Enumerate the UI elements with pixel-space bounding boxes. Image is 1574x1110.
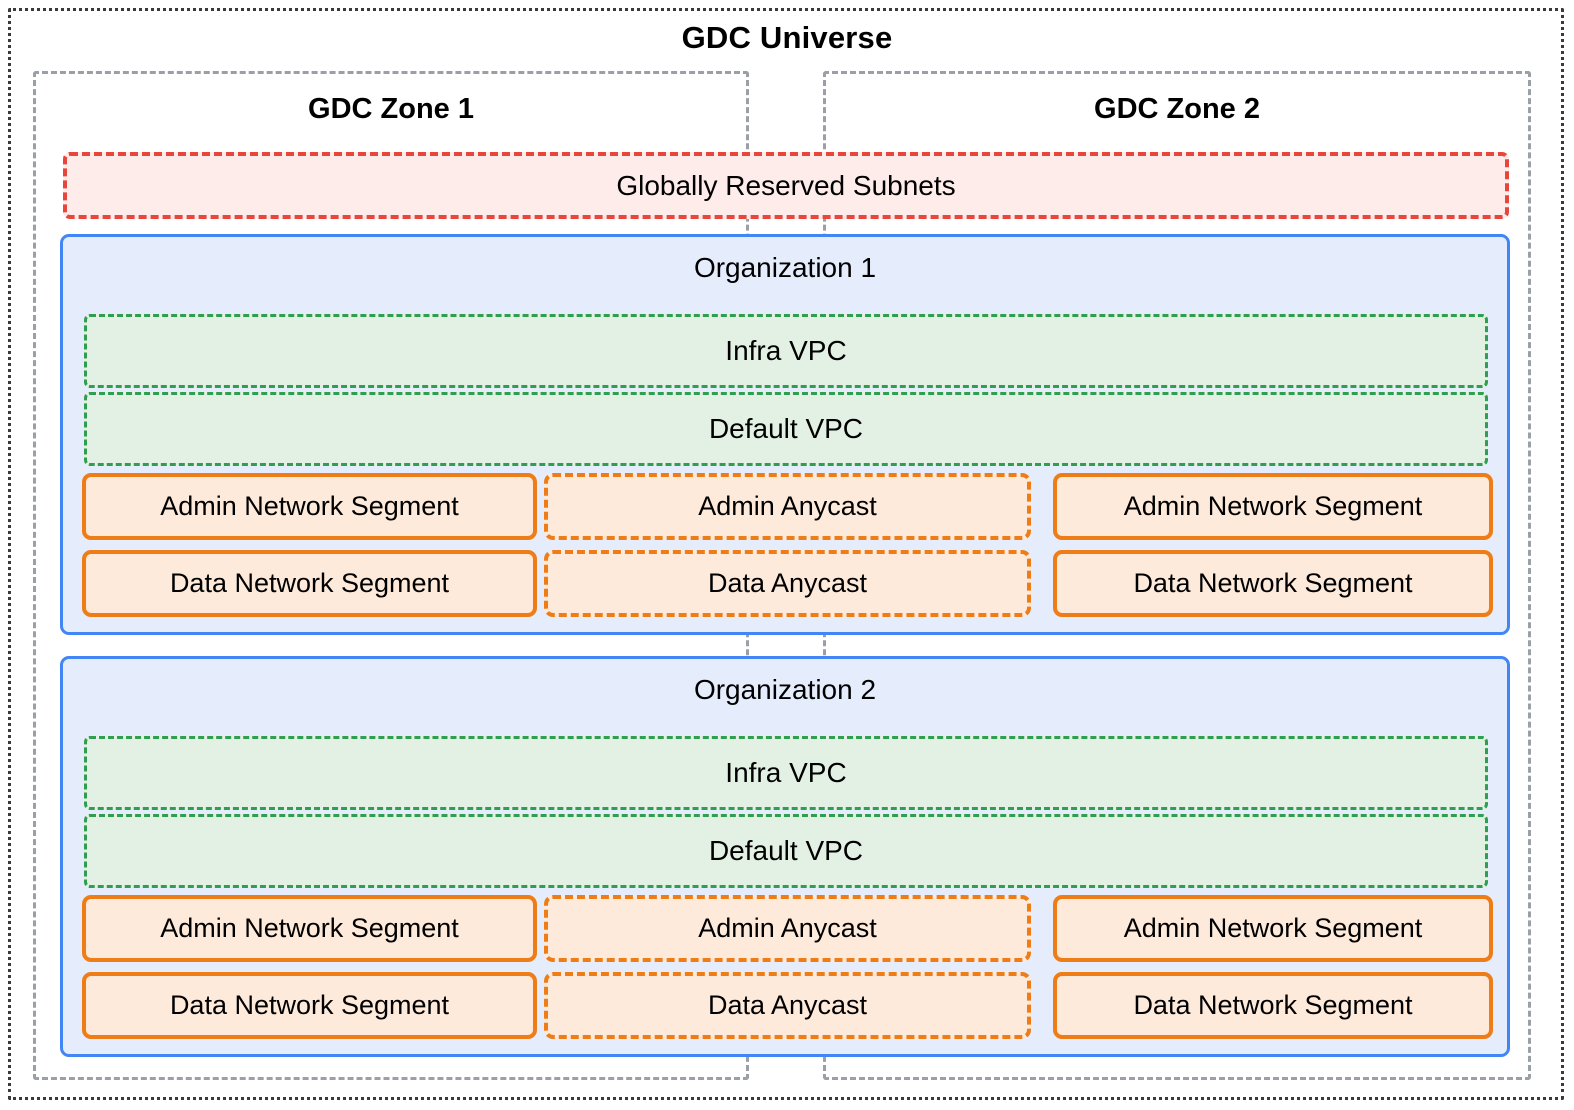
gdc-zone-1-label: GDC Zone 1 — [308, 93, 474, 125]
org1-zone1-data-network-segment: Data Network Segment — [82, 550, 537, 617]
page-title: GDC Universe — [681, 20, 893, 55]
org2-zone1-admin-network-segment: Admin Network Segment — [82, 895, 537, 962]
org2-admin-anycast: Admin Anycast — [544, 895, 1031, 962]
org1-admin-anycast: Admin Anycast — [544, 473, 1031, 540]
org1-zone1-admin-network-segment: Admin Network Segment — [82, 473, 537, 540]
org1-zone2-data-network-segment: Data Network Segment — [1053, 550, 1493, 617]
org2-zone1-data-network-segment: Data Network Segment — [82, 972, 537, 1039]
org1-data-anycast: Data Anycast — [544, 550, 1031, 617]
org2-zone2-admin-network-segment: Admin Network Segment — [1053, 895, 1493, 962]
organization-2-title: Organization 2 — [693, 674, 877, 705]
gdc-universe-frame — [8, 8, 1564, 1100]
org1-infra-vpc-box: Infra VPC — [84, 314, 1488, 388]
organization-1-title: Organization 1 — [693, 252, 877, 283]
gdc-zone-2-label: GDC Zone 2 — [1094, 93, 1260, 125]
org2-data-anycast: Data Anycast — [544, 972, 1031, 1039]
org1-zone2-admin-network-segment: Admin Network Segment — [1053, 473, 1493, 540]
org1-default-vpc-box: Default VPC — [84, 392, 1488, 466]
organization-1-block: Organization 1 Infra VPC Default VPC Adm… — [60, 234, 1510, 635]
org2-default-vpc-box: Default VPC — [84, 814, 1488, 888]
organization-2-block: Organization 2 Infra VPC Default VPC Adm… — [60, 656, 1510, 1057]
org2-infra-vpc-box: Infra VPC — [84, 736, 1488, 810]
org2-zone2-data-network-segment: Data Network Segment — [1053, 972, 1493, 1039]
globally-reserved-subnets-box: Globally Reserved Subnets — [63, 152, 1509, 219]
